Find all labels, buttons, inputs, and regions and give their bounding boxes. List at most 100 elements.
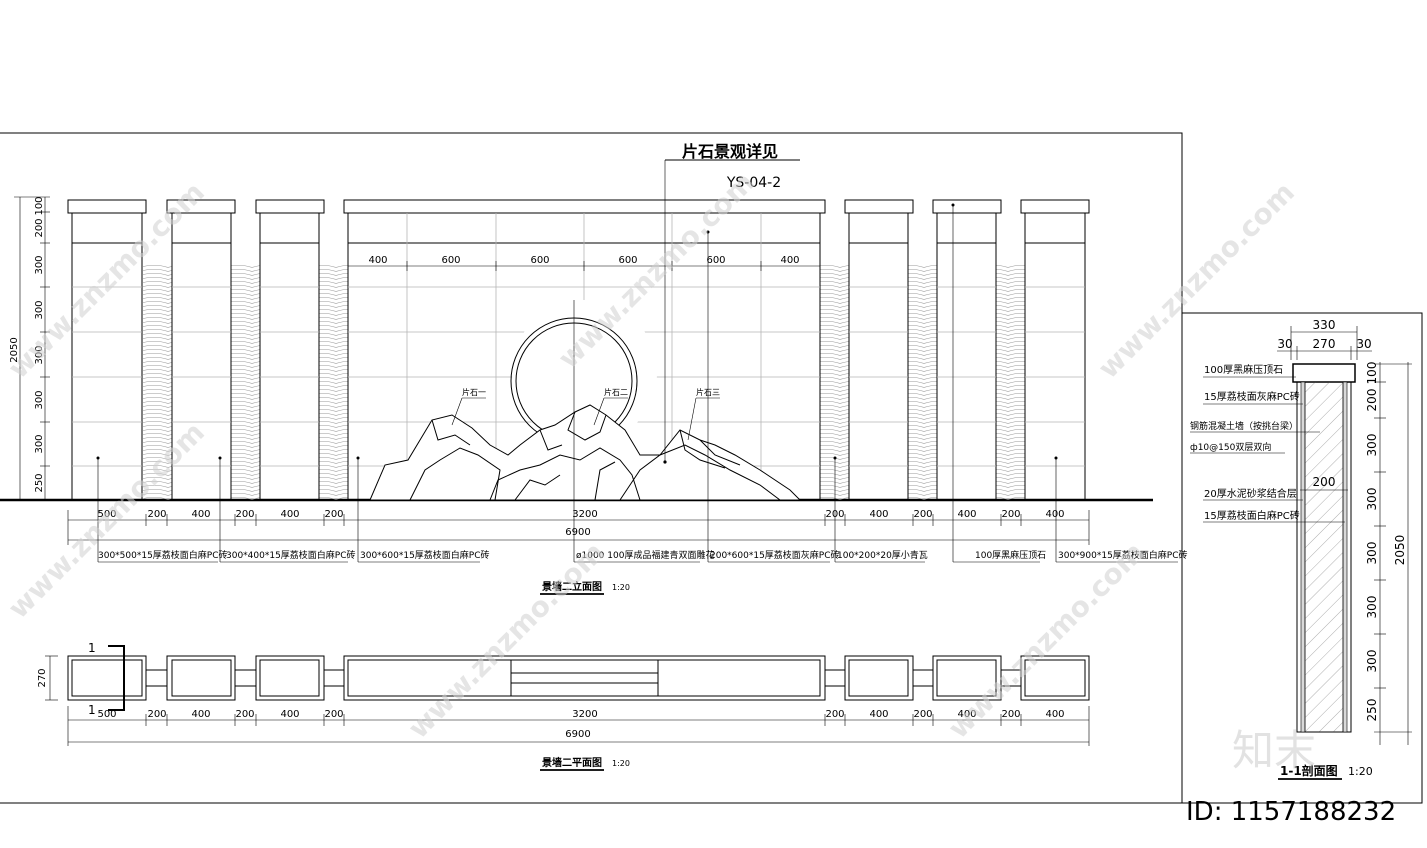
dim-b-13: 400 [1045,509,1064,520]
pillar [255,199,325,501]
section-scale: 1:20 [1348,765,1373,778]
dim-b-11: 400 [957,509,976,520]
dim-grid-6: 400 [780,255,799,266]
dim-v-4: 300 [34,300,45,319]
section-label-4: ф10@150双层双向 [1190,441,1271,453]
plan-total-width: 6900 [565,729,590,740]
tile-panel [908,264,937,500]
section-label-5: 20厚水泥砂浆结合层 [1204,487,1297,500]
section-dim-v-6: 300 [1365,596,1379,619]
dim-ticks-vertical [14,196,50,501]
plan-dim-13: 400 [1045,709,1064,720]
section-dim-total: 2050 [1393,535,1407,566]
dim-total-height: 2050 [9,337,20,362]
dim-grid-3: 600 [530,255,549,266]
dim-b-10: 200 [913,509,932,520]
material-label-2: 300*400*15厚荔枝面白麻PC砖 [226,549,356,561]
dim-b-12: 200 [1001,509,1020,520]
section-dim-mid: 270 [1313,337,1336,351]
dim-grid-2: 600 [441,255,460,266]
dim-v-2: 200 [34,218,45,237]
plan-pillar [255,655,325,701]
dim-v-3: 300 [34,255,45,274]
dim-b-6: 200 [324,509,343,520]
elevation-view: 2050 100 200 300 300 300 300 300 250 [0,142,1188,595]
plan-central-wall [343,655,826,701]
dim-b-8: 200 [825,509,844,520]
pillar [932,199,1002,501]
plan-dim-8: 200 [825,709,844,720]
dim-v-7: 300 [34,434,45,453]
material-label-8: 300*900*15厚荔枝面白麻PC砖 [1058,549,1188,561]
elevation-caption: 景墙二立面图 [542,580,602,593]
plan-pillar [67,655,147,701]
dim-grid-1: 400 [368,255,387,266]
pillar [1020,199,1090,501]
plan-dim-10: 200 [913,709,932,720]
material-label-1: 300*500*15厚荔枝面白麻PC砖 [98,549,228,561]
rock-label-1: 片石一 [462,387,486,397]
section-dim-v-7: 300 [1365,650,1379,673]
dim-b-9: 400 [869,509,888,520]
plan-pillar [166,655,236,701]
plan-dim-1: 500 [97,709,116,720]
material-label-5: 200*600*15厚荔枝面灰麻PC砖 [710,549,840,561]
dim-v-8: 250 [34,473,45,492]
section-dim-v-2: 200 [1365,389,1379,412]
plan-dim-9: 400 [869,709,888,720]
plan-view: 1 1 270 500 200 400 200 400 [37,641,1090,771]
tile-panel [143,264,172,500]
section-capstone [1292,363,1356,383]
section-mark-top: 1 [88,641,96,655]
section-cut-mark [108,645,125,711]
tile-panel [820,264,849,500]
watermark-text: www.znzmo.com [1092,176,1301,385]
dim-b-2: 200 [147,509,166,520]
section-mark-bottom: 1 [88,703,96,717]
plan-dim-5: 400 [280,709,299,720]
callout-ref: YS-04-2 [726,175,781,191]
plan-dim-12: 200 [1001,709,1020,720]
plan-caption: 景墙二平面图 [542,756,602,769]
section-label-6: 15厚荔枝面白麻PC砖 [1204,509,1300,522]
pillar [166,199,236,501]
rock-label-2: 片石二 [604,387,628,397]
plan-dim-7: 3200 [572,709,597,720]
section-label-1: 100厚黑麻压顶石 [1204,363,1283,376]
plan-depth-dim: 270 [37,668,48,687]
tile-panel [319,264,348,500]
dim-v-6: 300 [34,390,45,409]
section-dim-v-8: 250 [1365,699,1379,722]
dim-v-1: 100 [34,196,45,215]
section-label-2: 15厚荔枝面灰麻PC砖 [1204,390,1300,403]
section-dim-total: 330 [1313,318,1336,332]
dim-grid-4: 600 [618,255,637,266]
leader-dots [96,203,1058,460]
dim-b-5: 400 [280,509,299,520]
plan-pillar [1020,655,1090,701]
section-dim-left: 30 [1277,337,1292,351]
elevation-scale: 1:20 [612,583,630,592]
plan-pillar [844,655,914,701]
tile-panel [231,264,260,500]
plan-dim-4: 200 [235,709,254,720]
dim-b-7: 3200 [572,509,597,520]
section-dim-right: 30 [1356,337,1371,351]
pillar [844,199,914,501]
plan-dim-3: 400 [191,709,210,720]
section-inner-width: 200 [1313,475,1336,489]
plan-dim-11: 400 [957,709,976,720]
dim-b-4: 200 [235,509,254,520]
section-dim-v-5: 300 [1365,542,1379,565]
section-dim-v-3: 300 [1365,434,1379,457]
stone-rocks [369,404,802,501]
rock-label-leaders [451,397,720,441]
watermark-brand: 知末 [1232,726,1316,775]
dim-b-3: 400 [191,509,210,520]
section-concrete-core [1304,381,1344,733]
callout-title: 片石景观详见 [682,142,778,161]
plan-pillar [932,655,1002,701]
tile-panel [996,264,1025,500]
plan-dim-6: 200 [324,709,343,720]
